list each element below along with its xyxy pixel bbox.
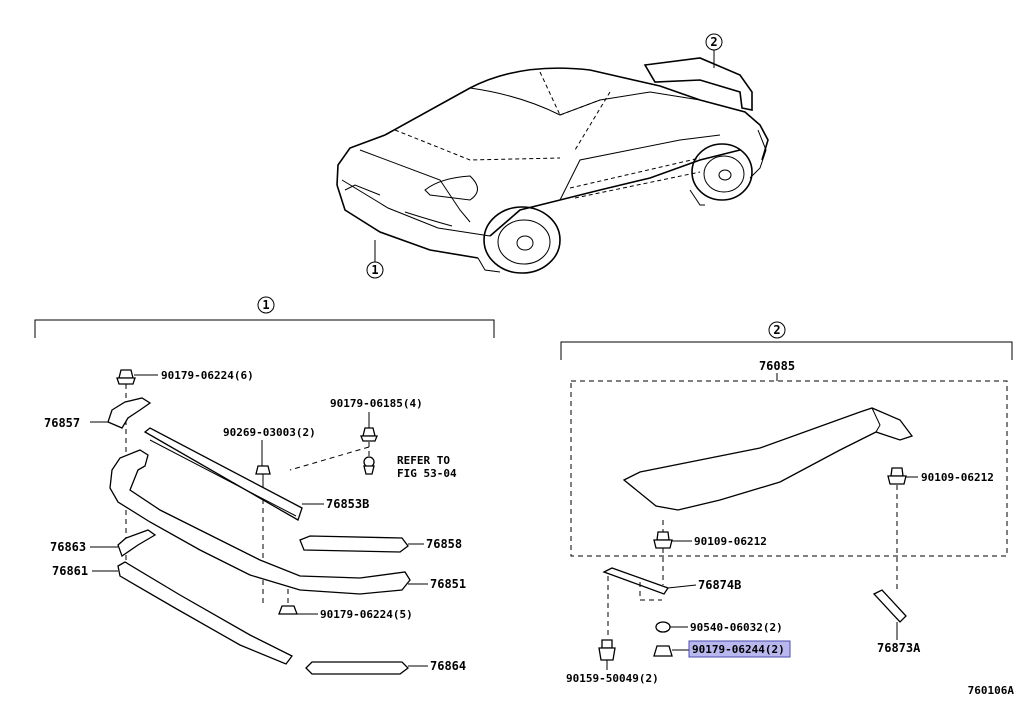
label-76873a: 76873A (877, 641, 921, 655)
label-90540-06032-2: 90540-06032(2) (690, 621, 783, 634)
clip-icon (360, 427, 378, 442)
part-76851-shape (109, 449, 411, 595)
label-76857: 76857 (44, 416, 80, 430)
label-90179-06185-4: 90179-06185(4) (330, 397, 423, 410)
nut-icon (278, 605, 298, 615)
clip-icon (116, 369, 136, 385)
car-illustration: 1 2 (336, 33, 769, 279)
part-76873a-shape (872, 589, 907, 623)
label-76861: 76861 (52, 564, 88, 578)
label-90269-03003-2: 90269-03003(2) (223, 426, 316, 439)
washer-icon (655, 621, 671, 633)
front-section: 1 (34, 296, 495, 675)
spoiler-wing-shape (622, 407, 914, 511)
part-76853b-shape (143, 427, 303, 521)
rear-callout-number: 2 (710, 35, 717, 49)
bolt-icon (598, 639, 616, 670)
label-90179-06224-5: 90179-06224(5) (320, 608, 413, 621)
label-90159-50049-2: 90159-50049(2) (566, 672, 659, 685)
label-76853b: 76853B (326, 497, 369, 511)
assembly-76085-box (570, 380, 1008, 557)
part-76857-shape (107, 397, 152, 429)
label-90109-06212-a: 90109-06212 (921, 471, 994, 484)
part-76863-shape (117, 529, 157, 558)
part-76861-shape (117, 561, 293, 665)
figure-id: 760106A (968, 684, 1015, 697)
label-90179-06224-6: 90179-06224(6) (161, 369, 254, 382)
push-clip-icon (363, 456, 375, 475)
stud-bolt-icon (887, 467, 907, 485)
rear-section: 2 76085 (560, 321, 1013, 685)
label-90109-06212-b: 90109-06212 (694, 535, 767, 548)
part-76874b-shape (602, 567, 670, 595)
rear-section-bracket (560, 341, 1013, 360)
part-76864-shape (305, 661, 409, 675)
part-76858-shape (299, 535, 409, 553)
rear-section-number: 2 (773, 323, 780, 337)
label-76851: 76851 (430, 577, 466, 591)
label-76874b: 76874B (698, 578, 741, 592)
nut-icon (653, 645, 673, 657)
highlight-box (688, 640, 791, 658)
label-refer-line-2: FIG 53-04 (397, 467, 457, 480)
label-76858: 76858 (426, 537, 462, 551)
stud-bolt-icon (653, 531, 673, 549)
front-section-number: 1 (262, 298, 269, 312)
label-refer-line-1: REFER TO (397, 454, 450, 467)
front-callout-number: 1 (371, 263, 378, 277)
front-section-bracket (34, 319, 495, 338)
label-76085: 76085 (759, 359, 795, 373)
label-76863: 76863 (50, 540, 86, 554)
label-76864: 76864 (430, 659, 466, 673)
label-90179-06244-2[interactable]: 90179-06244(2) (692, 643, 785, 656)
